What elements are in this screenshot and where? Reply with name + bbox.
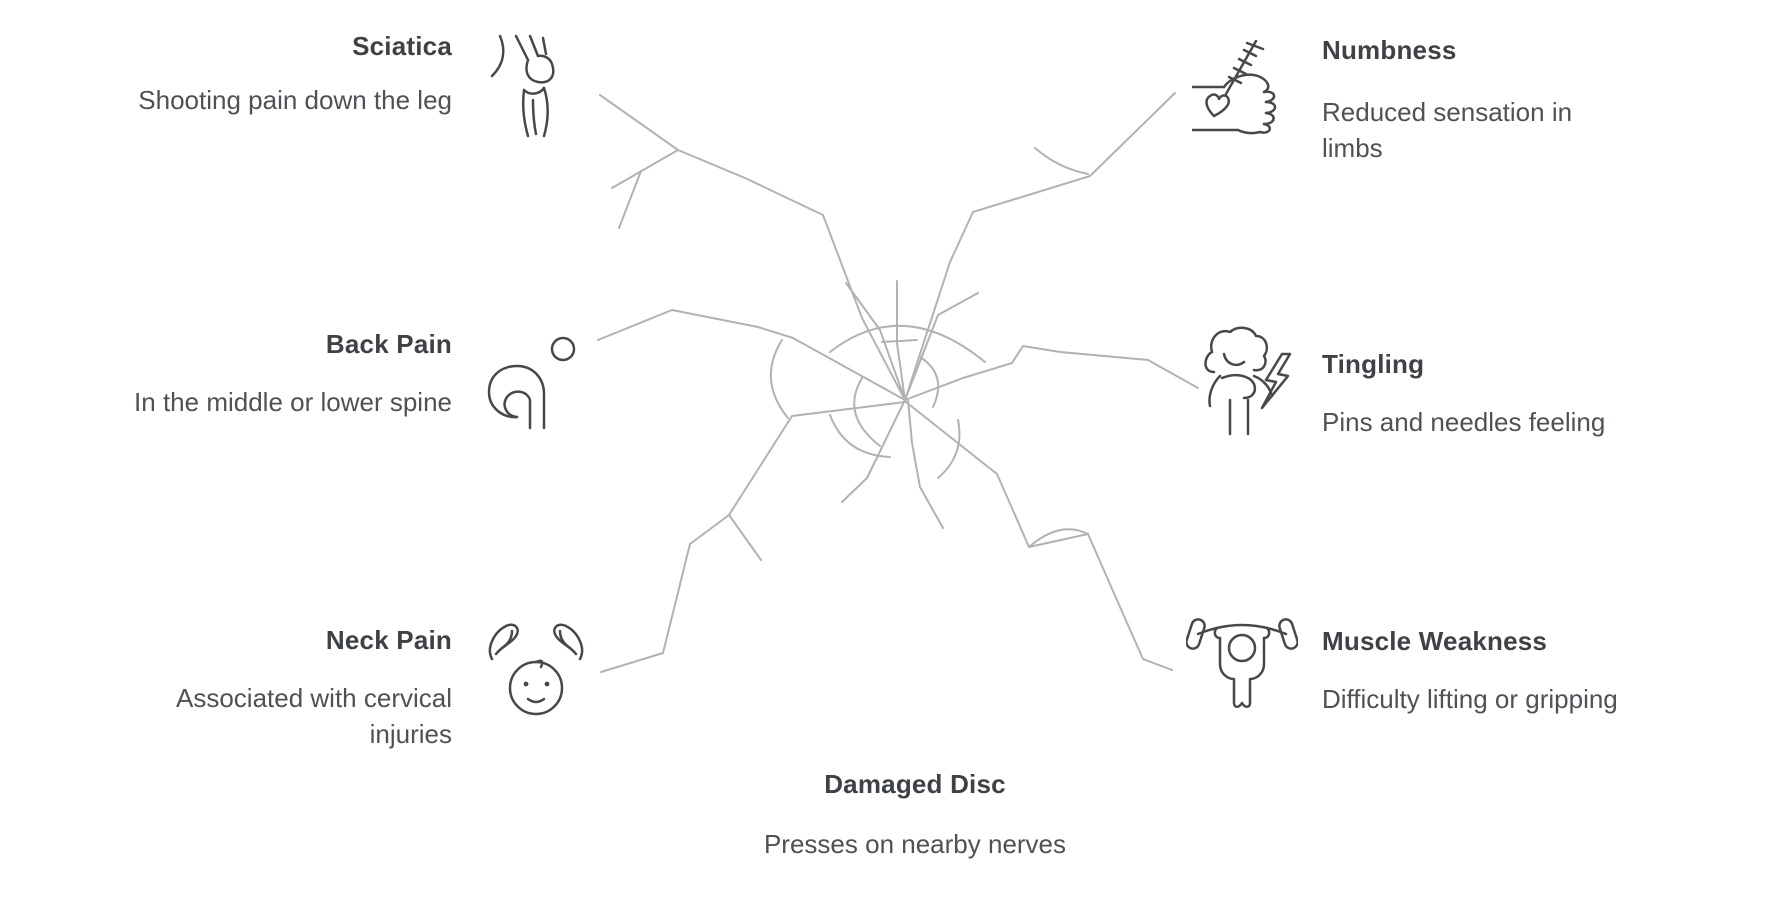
symptom-muscle-weakness: Muscle Weakness Difficulty lifting or gr… [1322,625,1776,717]
symptom-title-neck-pain: Neck Pain [325,625,452,655]
symptom-tingling: Tingling Pins and needles feeling [1322,348,1776,440]
head-hands-icon [486,612,586,727]
nerve-spoke [896,280,906,401]
nerve-twig [618,170,642,229]
leg-joint-icon [480,34,572,143]
symptom-title-back-pain: Back Pain [325,329,452,359]
nerve-spoke [907,399,944,529]
nerve-spoke [841,399,906,503]
symptom-numbness: Numbness Reduced sensation in limbs [1322,34,1622,166]
nerve-twig [1034,147,1089,175]
nerve-arc [853,377,881,447]
nerve-line-tingling [904,345,1199,401]
symptom-desc-muscle-weakness: Difficulty lifting or gripping [1322,684,1618,714]
nerve-twig [728,514,762,561]
nerve-twig [1028,528,1089,548]
nerve-line-sciatica [599,94,906,401]
center-subtitle: Presses on nearby nerves [763,829,1067,859]
nerve-line-numbness [904,92,1176,401]
fist-needle-icon [1190,39,1288,145]
nerve-arc [829,324,986,363]
symptom-desc-neck-pain: Associated with cervical injuries [176,683,452,749]
nerve-arc [769,339,789,419]
symptom-title-sciatica: Sciatica [352,31,452,61]
symptom-desc-back-pain: In the middle or lower spine [134,387,452,417]
symptom-desc-sciatica: Shooting pain down the leg [138,85,452,115]
nerve-spoke [904,292,979,401]
symptom-title-numbness: Numbness [1322,35,1457,65]
nerve-arc [919,356,940,408]
symptom-sciatica: Sciatica Shooting pain down the leg [132,30,452,118]
crawling-person-icon [480,334,578,439]
nerve-spoke [845,282,906,401]
symptom-desc-numbness: Reduced sensation in limbs [1322,97,1573,163]
nerve-twig [611,149,679,189]
person-lightning-icon [1196,326,1300,443]
symptom-title-muscle-weakness: Muscle Weakness [1322,626,1548,656]
nerve-arc [829,414,891,458]
center-title: Damaged Disc [824,769,1006,799]
nerve-line-neck-pain [600,401,906,673]
nerve-line-muscle-weakness [905,401,1173,671]
center-caption: Damaged Disc Presses on nearby nerves [655,768,1175,860]
symptom-title-tingling: Tingling [1322,349,1425,379]
nerve-spoke [881,339,918,343]
barbell-lift-icon [1185,612,1299,721]
symptom-neck-pain: Neck Pain Associated with cervical injur… [132,624,452,752]
nerve-arc [937,419,961,479]
nerve-line-back-pain [597,309,906,401]
symptom-back-pain: Back Pain In the middle or lower spine [132,328,452,420]
symptom-desc-tingling: Pins and needles feeling [1322,407,1606,437]
